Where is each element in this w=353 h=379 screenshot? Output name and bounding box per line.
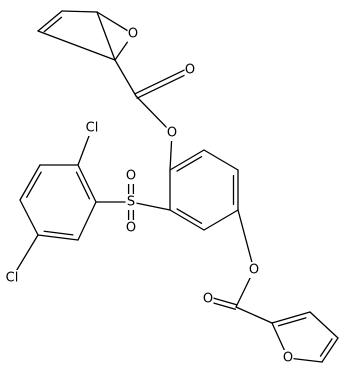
bond-p5-p6-inner xyxy=(43,230,74,236)
bond-r5-r6 xyxy=(169,209,205,231)
bond-fb1-fb2 xyxy=(271,311,311,324)
atom-mask-eb xyxy=(248,262,260,278)
bond-fa1-fa2-inner xyxy=(43,16,63,33)
atom-mask-so1 xyxy=(125,168,137,184)
atom-label-cl2: Cl xyxy=(6,271,19,286)
atom-label-fa_o: O xyxy=(128,27,138,42)
atom-mask-ea xyxy=(166,125,178,141)
bond-r4-r5 xyxy=(203,209,239,231)
atom-label-eb: O xyxy=(249,263,259,278)
atom-label-so2: O xyxy=(126,221,136,236)
bond-r2-r3 xyxy=(203,149,239,171)
bond-fa4-ca xyxy=(114,59,137,97)
atom-mask-s xyxy=(125,194,137,210)
bond-p3-p4 xyxy=(19,164,41,201)
atom-mask-so2 xyxy=(125,220,137,236)
bond-fb4-fb_o xyxy=(287,357,323,363)
bond-fb3-fb4-inner xyxy=(319,338,333,357)
atom-label-ea: O xyxy=(167,126,177,141)
bond-fb3-fb4 xyxy=(321,337,339,363)
atom-mask-cl2 xyxy=(3,270,21,286)
atom-mask-fb_o xyxy=(282,350,294,366)
atom-mask-ca_o xyxy=(184,62,196,78)
bond-fa2-fa3 xyxy=(61,10,98,13)
bond-p1-p2-inner xyxy=(75,171,91,200)
bond-p6-p1 xyxy=(77,201,97,241)
bond-r1-r2-inner xyxy=(176,156,203,172)
bond-r1-r2 xyxy=(169,149,205,171)
bond-p3-p4-inner xyxy=(26,171,42,198)
atom-mask-fa_o xyxy=(127,26,139,42)
atom-label-cb_o: O xyxy=(203,292,213,307)
bond-ca-ca_o-b xyxy=(134,67,190,95)
bond-fa1-fa2 xyxy=(37,10,63,32)
bond-ca-ca_o-a xyxy=(136,71,192,99)
atom-label-s: S xyxy=(127,195,135,210)
bond-p4-p5 xyxy=(19,199,39,236)
atom-label-so1: O xyxy=(126,169,136,184)
atom-mask-cb_o xyxy=(202,291,214,307)
bond-fa4-fa1 xyxy=(37,30,116,61)
bond-cb-fb1 xyxy=(235,306,273,324)
atom-label-ca_o: O xyxy=(185,63,195,78)
bond-layer xyxy=(11,10,339,363)
bond-fa3-fa_o xyxy=(96,11,134,35)
bond-p5-p6 xyxy=(37,234,79,241)
bond-fb1-fb2-inner xyxy=(277,317,307,327)
bond-r4-eb xyxy=(237,209,255,271)
atom-label-cl1: Cl xyxy=(86,121,99,136)
bond-r6-s xyxy=(130,201,171,211)
bond-r5-r6-inner xyxy=(176,208,203,224)
bond-fb2-fb3 xyxy=(309,311,339,339)
bond-ca-ea xyxy=(135,95,173,134)
atom-label-fb_o: O xyxy=(283,351,293,366)
bond-p1-p2 xyxy=(77,164,97,203)
bond-fa3-fa4 xyxy=(96,11,116,61)
atom-mask-cl1 xyxy=(83,120,101,136)
